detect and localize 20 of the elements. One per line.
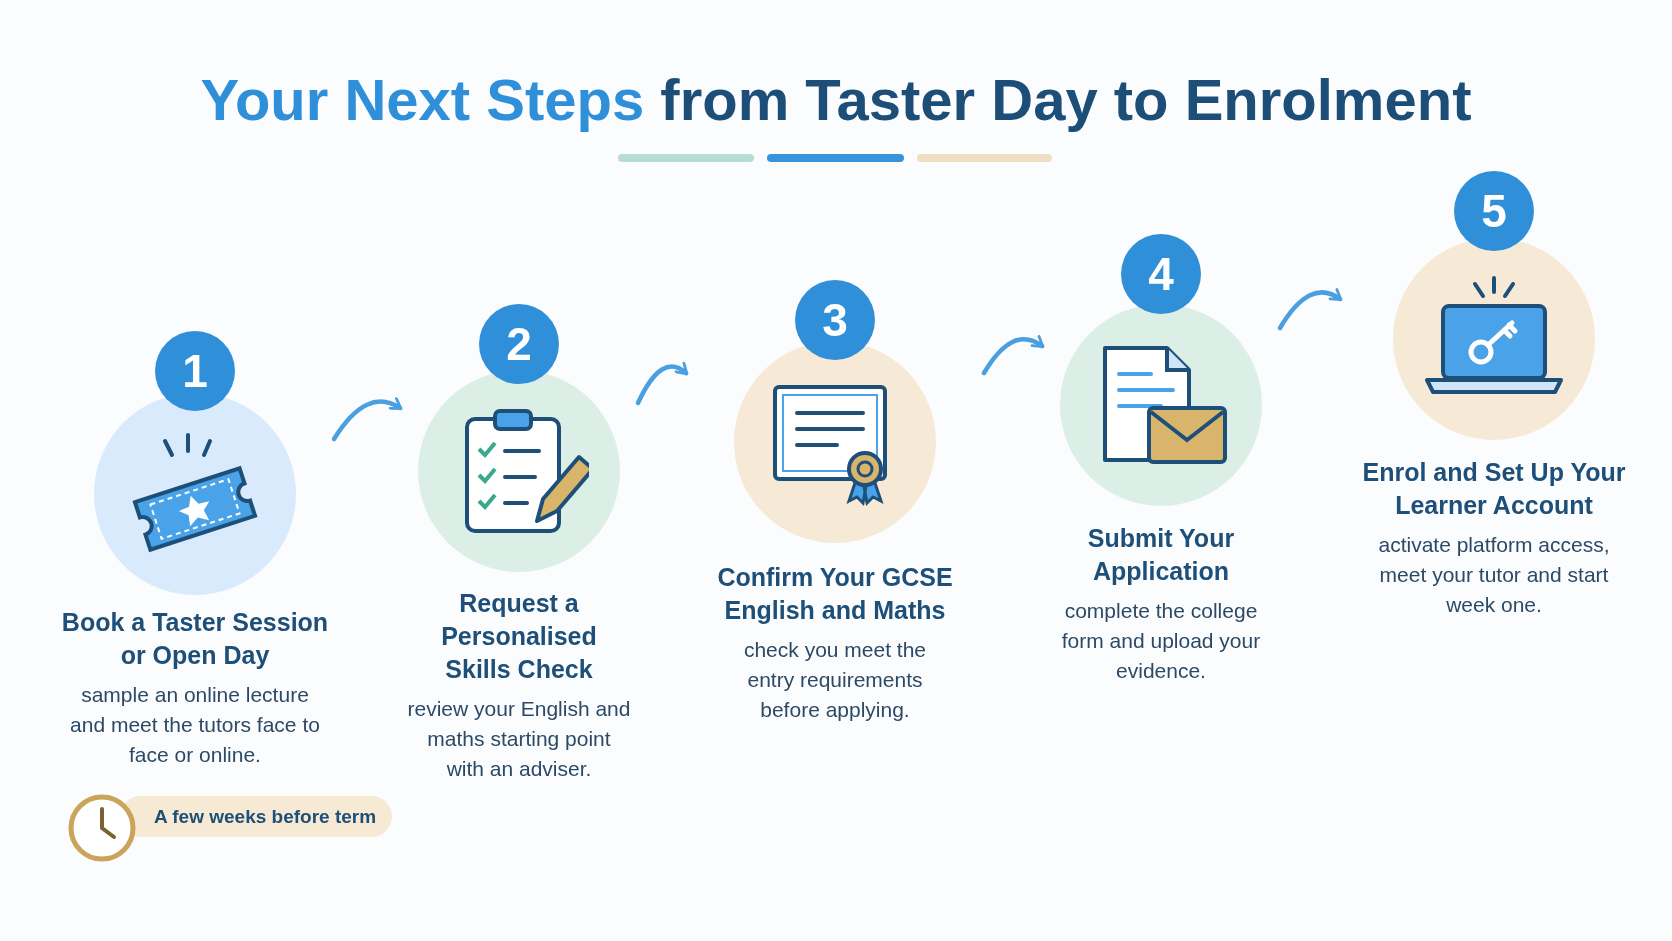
step-heading: Submit Your Application <box>1086 523 1236 587</box>
step-description: activate platform access, meet your tutor and start week one. <box>1377 532 1611 618</box>
step-number-badge: 4 <box>1121 234 1201 314</box>
step-description: check you meet the entry requirements before applying. <box>742 637 928 723</box>
step-description: sample an online lecture and meet the tutors face to face or online. <box>69 682 321 768</box>
step-heading: Enrol and Set Up Your Learner Account <box>1361 457 1627 521</box>
step-number-badge: 5 <box>1454 171 1534 251</box>
step-number-badge: 2 <box>479 304 559 384</box>
step-number-badge: 3 <box>795 280 875 360</box>
step-description: complete the college form and upload your evidence. <box>1060 598 1262 684</box>
arrow <box>331 397 403 442</box>
step-heading: Confirm Your GCSE English and Maths <box>716 562 954 626</box>
arrow <box>1277 288 1343 331</box>
title: Your Next Steps from Taster Day to Enrolment <box>199 66 1473 133</box>
arrow <box>635 361 689 406</box>
arrow <box>981 335 1045 376</box>
step-heading: Book a Taster Session or Open Day <box>60 607 330 671</box>
step-description: review your English and maths starting point with an adviser. <box>406 696 632 782</box>
step-number-badge: 1 <box>155 331 235 411</box>
step-heading: Request a Personalised Skills Check <box>440 588 598 685</box>
